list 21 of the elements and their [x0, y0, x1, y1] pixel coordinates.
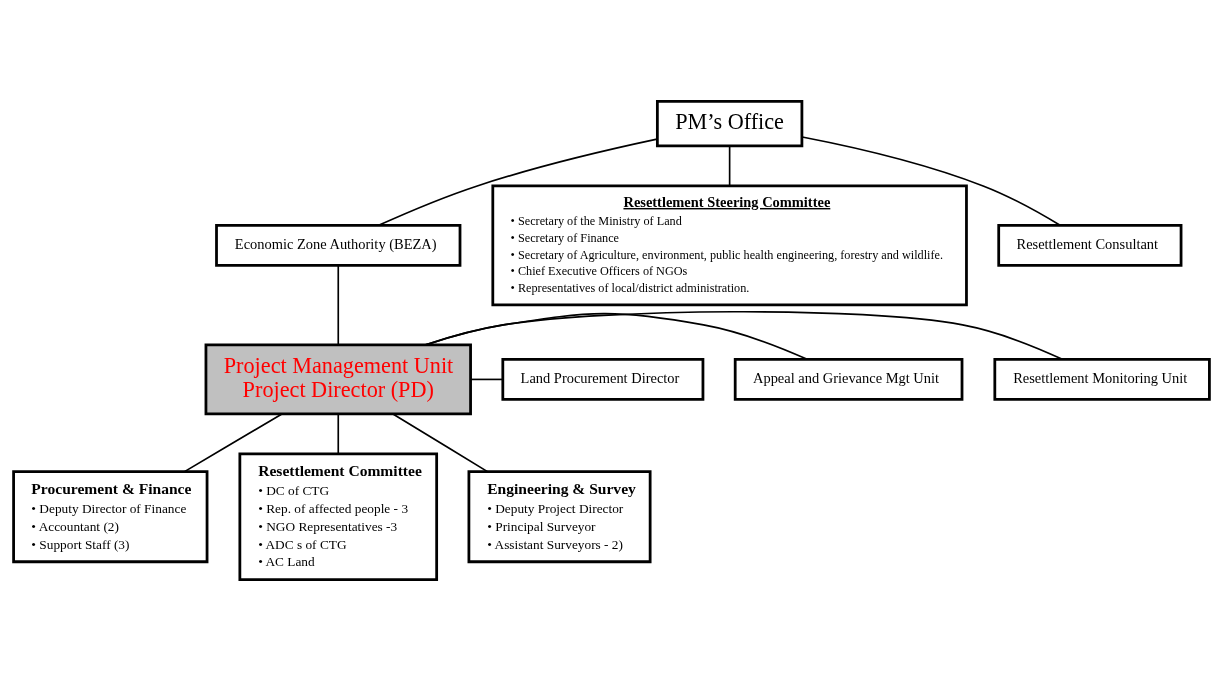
connector	[183, 413, 283, 473]
connector	[377, 138, 658, 227]
node-box: Procurement & Finance • Deputy Director of Finance • Accountant (2) • Support Staff (3)	[12, 470, 209, 564]
connector	[801, 136, 1061, 227]
node-box: Resettlement Committee • DC of CTG • Rep. of affected people - 3 • NGO Representatives -3 • ADC s of CTG • AC Land	[238, 452, 439, 581]
node-box: Engineering & Survey • Deputy Project Director • Principal Surveyor • Assistant Surveyors - 2)	[467, 470, 652, 564]
node-box: Economic Zone Authority (BEZA)	[215, 224, 462, 267]
connector	[392, 413, 489, 473]
node-box: PM’s Office	[655, 100, 804, 148]
connector	[424, 312, 809, 361]
node-box: Resettlement Consultant	[997, 224, 1183, 267]
connector	[424, 310, 1064, 361]
connector	[728, 145, 731, 187]
node-box: Resettlement Steering Committee • Secretary of the Ministry of Land • Secretary of Finance • Secretary of Agriculture, environment, public health engineering, forestry and wildlife. • Chief Executive Officers of NGOs • Representatives of local/district administration.	[491, 184, 968, 307]
node-box: Land Procurement Director	[501, 358, 705, 401]
connector	[337, 264, 340, 346]
node-box: Project Management Unit Project Director (PD)	[204, 343, 472, 416]
node-box: Resettlement Monitoring Unit	[993, 358, 1211, 401]
connector	[470, 378, 504, 381]
connector	[337, 413, 340, 455]
node-box: Appeal and Grievance Mgt Unit	[733, 358, 964, 401]
